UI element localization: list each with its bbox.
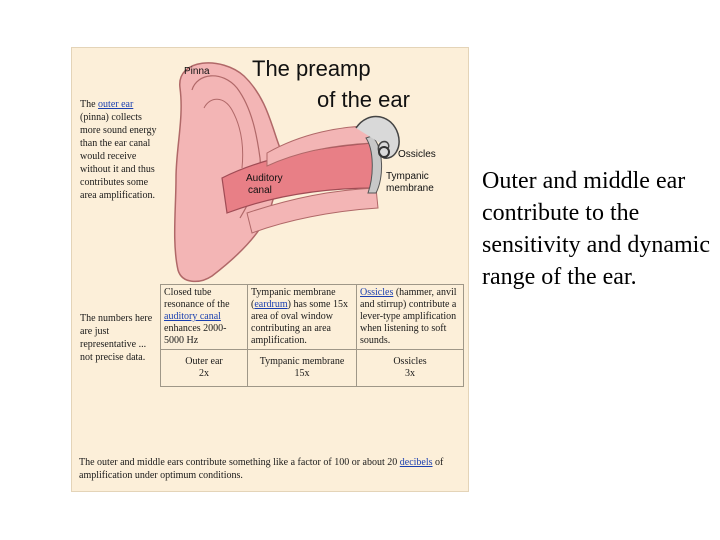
representative-note: The numbers here are just representative… <box>80 313 153 363</box>
factor-name: Tympanic membrane <box>259 356 345 367</box>
pinna-fold-inner <box>203 98 244 169</box>
ear-illustration: The preamp of the ear Pinna Auditory can… <box>173 56 436 283</box>
decibels-link[interactable]: decibels <box>399 457 433 468</box>
cell-text: enhances 2000-5000 Hz <box>164 323 227 346</box>
intro-text: The outer ear (pinna) collects more soun… <box>80 98 160 202</box>
factor-name: Outer ear <box>185 356 223 367</box>
cell-text: Closed tube resonance of the <box>164 287 230 310</box>
intro-prefix: The <box>80 99 99 110</box>
factor-value: 2x <box>199 368 209 379</box>
auditory-canal-link[interactable]: auditory canal <box>164 311 221 322</box>
factor-value: 15x <box>294 368 310 379</box>
cell-text: Tympanic membrane ( <box>251 287 336 310</box>
diagram-title-line1: The preamp <box>252 56 371 81</box>
footer-text: The outer and middle ears contribute som… <box>79 456 467 482</box>
label-ossicles: Ossicles <box>398 149 436 160</box>
ossicles-shape <box>355 115 400 159</box>
table-cell-tympanic: Tympanic membrane (eardrum) has some 15x… <box>247 284 357 350</box>
ossicles-link[interactable]: Ossicles <box>360 287 394 298</box>
amplification-table: Closed tube resonance of the auditory ca… <box>160 284 464 387</box>
factor-value: 3x <box>405 368 415 379</box>
footer-prefix: The outer and middle ears contribute som… <box>79 457 400 468</box>
footer-rest: of amplification under optimum condition… <box>79 457 444 481</box>
diagram-title-line2: of the ear <box>317 87 410 112</box>
factor-name: Ossicles <box>393 356 427 367</box>
label-pinna: Pinna <box>184 66 210 77</box>
label-tympanic: Tympanic <box>386 171 429 182</box>
cell-text: ) has some 15x area of oval window contr… <box>251 299 348 346</box>
label-canal: canal <box>248 185 272 196</box>
table-cell-ossicles: Ossicles (hammer, anvil and stirrup) con… <box>356 284 464 350</box>
eardrum-link[interactable]: eardrum <box>254 299 288 310</box>
outer-ear-link[interactable]: outer ear <box>98 99 134 110</box>
ossicle-ring <box>378 146 390 158</box>
table-cell-auditory: Closed tube resonance of the auditory ca… <box>160 284 248 350</box>
intro-rest: (pinna) collects more sound energy than … <box>80 112 157 201</box>
canal-surround-lower <box>246 187 379 234</box>
label-membrane: membrane <box>386 183 434 194</box>
slide-caption: Outer and middle ear contribute to the s… <box>482 168 710 290</box>
label-auditory: Auditory <box>246 173 283 184</box>
cell-text: (hammer, anvil and stirrup) contribute a… <box>360 287 457 346</box>
ear-diagram-panel: The preamp of the ear Pinna Auditory can… <box>71 47 469 492</box>
